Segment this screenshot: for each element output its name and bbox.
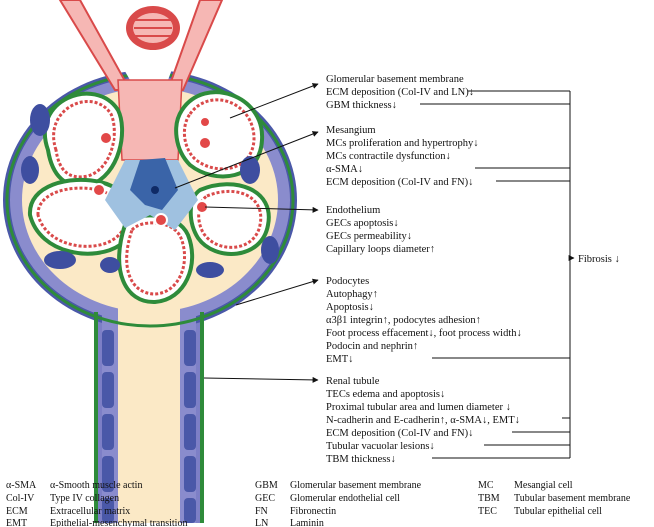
abbr-definition: α-Smooth muscle actin	[50, 480, 142, 491]
mesangium	[105, 158, 198, 230]
abbr-definition: Extracellular matrix	[50, 506, 130, 517]
section-heading-tubule: Renal tubule	[326, 376, 380, 387]
endothelium-item: Capillary loops diameter↑	[326, 244, 435, 255]
section-heading-endothelium: Endothelium	[326, 205, 380, 216]
abbr-key: TEC	[478, 506, 497, 517]
abbr-key: ECM	[6, 506, 28, 517]
mesangium-item: ECM deposition (Col-IV and FN)↓	[326, 177, 473, 188]
mesangium-item: α-SMA↓	[326, 164, 363, 175]
abbr-definition: Epithelial-mesenchymal transition	[50, 518, 187, 527]
abbr-definition: Fibronectin	[290, 506, 336, 517]
podocytes-item: Foot process effacement↓, foot process w…	[326, 328, 522, 339]
section-heading-mesangium: Mesangium	[326, 125, 376, 136]
podocytes-item: Apoptosis↓	[326, 302, 374, 313]
abbr-key: LN	[255, 518, 268, 527]
abbreviations-legend: α-SMA α-Smooth muscle actin Col-IV Type …	[6, 480, 631, 527]
tubule-item: TBM thickness↓	[326, 454, 396, 465]
glomerulus-illustration	[3, 0, 297, 523]
abbr-definition: Type IV collagen	[50, 493, 119, 504]
pointer-arrows	[174, 83, 319, 383]
abbr-key: α-SMA	[6, 480, 37, 491]
tubule-item: N-cadherin and E-cadherin↑, α-SMA↓, EMT↓	[326, 415, 520, 426]
podocytes-item: α3β1 integrin↑, podocytes adhesion↑	[326, 315, 481, 326]
abbr-key: TBM	[478, 493, 500, 504]
abbr-key: MC	[478, 480, 494, 491]
endothelium-item: GECs permeability↓	[326, 231, 412, 242]
tubule-item: TECs edema and apoptosis↓	[326, 389, 445, 400]
capillary-loop	[188, 182, 271, 256]
tubule-lumen	[118, 300, 180, 523]
capillary-loop	[43, 91, 125, 188]
tubule-item: Tubular vacuolar lesions↓	[326, 441, 435, 452]
gbm-item: GBM thickness↓	[326, 100, 397, 111]
abbr-key: EMT	[6, 518, 27, 527]
fibrosis-outcome: Fibrosis ↓	[578, 254, 620, 265]
podocytes	[21, 104, 279, 278]
capillary-loop	[117, 213, 195, 305]
abbr-definition: Tubular basement membrane	[514, 493, 631, 504]
abbr-key: FN	[255, 506, 268, 517]
effects-text: Glomerular basement membrane ECM deposit…	[326, 74, 620, 465]
endothelial-cells	[92, 116, 212, 227]
tubule-item: ECM deposition (Col-IV and FN)↓	[326, 428, 473, 439]
vessel-cross-section	[126, 6, 180, 50]
abbr-definition: Glomerular basement membrane	[290, 480, 422, 491]
abbr-definition: Mesangial cell	[514, 480, 573, 491]
summary-bracket	[420, 90, 575, 459]
mesangium-item: MCs proliferation and hypertrophy↓	[326, 138, 479, 149]
endothelium-item: GECs apoptosis↓	[326, 218, 399, 229]
abbr-definition: Glomerular endothelial cell	[290, 493, 400, 504]
abbr-key: GBM	[255, 480, 278, 491]
podocytes-item: Autophagy↑	[326, 289, 378, 300]
podocytes-item: EMT↓	[326, 354, 353, 365]
gbm-item: ECM deposition (Col-IV and LN)↓	[326, 87, 474, 98]
section-heading-gbm: Glomerular basement membrane	[326, 74, 464, 85]
abbr-key: GEC	[255, 493, 275, 504]
mesangium-item: MCs contractile dysfunction↓	[326, 151, 451, 162]
tubule-item: Proximal tubular area and lumen diameter…	[326, 402, 511, 413]
abbr-definition: Tubular epithelial cell	[514, 506, 602, 517]
abbr-key: Col-IV	[6, 493, 35, 504]
section-heading-podocytes: Podocytes	[326, 276, 369, 287]
capillary-loop	[174, 90, 265, 179]
abbr-definition: Laminin	[290, 518, 324, 527]
tubular-epithelial-cells	[102, 330, 196, 523]
podocytes-item: Podocin and nephrin↑	[326, 341, 418, 352]
